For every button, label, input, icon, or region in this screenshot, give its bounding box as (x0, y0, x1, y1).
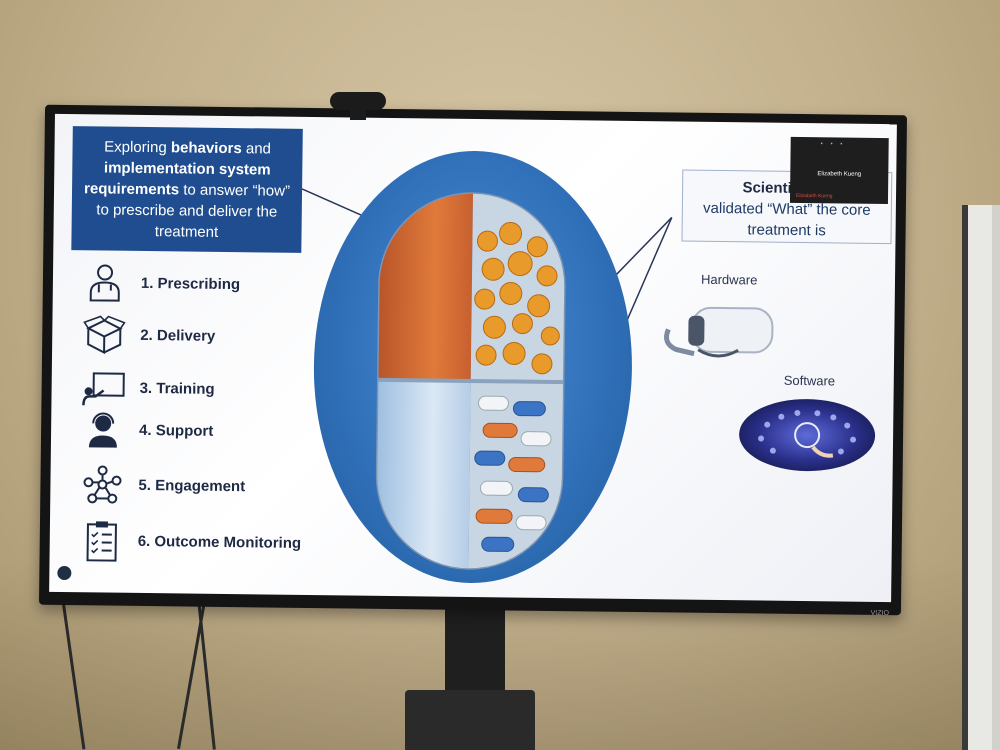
tv-brand-logo: VIZIO (870, 609, 889, 618)
network-icon (83, 465, 122, 504)
video-call-thumbnail[interactable]: ▪ ▪ ▪ Elizabeth Kueng Elizabeth Kueng (789, 136, 889, 205)
clipboard-checklist-icon (86, 521, 117, 562)
list-item-support: 4. Support (81, 407, 214, 453)
thumbnail-controls[interactable]: ▪ ▪ ▪ (820, 141, 846, 148)
list-item-label: 2. Delivery (140, 326, 216, 345)
headset-icon (88, 412, 117, 448)
doctor-icon (89, 264, 120, 302)
capsule-image (375, 191, 567, 571)
vr-headset-icon (664, 306, 774, 358)
list-item-label: 4. Support (139, 421, 214, 440)
box-icon (83, 315, 126, 355)
list-item-label: 5. Engagement (138, 476, 246, 495)
list-item-delivery: 2. Delivery (82, 312, 216, 358)
list-item-engagement: 5. Engagement (80, 462, 245, 508)
intro-text-part: and (241, 139, 272, 158)
webcam (330, 92, 386, 110)
software-interface-icon (739, 399, 876, 472)
presentation-icon (82, 372, 125, 406)
presenter-control-button[interactable] (57, 565, 72, 581)
list-item-prescribing: 1. Prescribing (83, 260, 241, 306)
list-item-label: 6. Outcome Monitoring (137, 532, 302, 552)
whiteboard-edge (962, 205, 1000, 750)
television: Exploring behaviors and implementation s… (38, 104, 908, 618)
list-item-label: 3. Training (139, 379, 215, 398)
participant-name: Elizabeth Kueng (817, 171, 862, 178)
list-item-training: 3. Training (81, 365, 215, 411)
intro-text-box: Exploring behaviors and implementation s… (71, 126, 303, 253)
intro-text: Exploring behaviors and implementation s… (81, 136, 292, 244)
presentation-slide: Exploring behaviors and implementation s… (49, 113, 897, 603)
tv-stand-base (405, 690, 535, 750)
list-item-label: 1. Prescribing (140, 274, 241, 293)
callout-line3: treatment is (747, 221, 826, 240)
intro-text-part: behaviors (170, 138, 242, 157)
participant-sublabel: Elizabeth Kueng (795, 192, 833, 200)
intro-text-part: Exploring (104, 137, 171, 156)
list-item-outcome-monitoring: 6. Outcome Monitoring (80, 518, 302, 565)
hardware-label: Hardware (700, 271, 758, 288)
software-label: Software (783, 372, 836, 389)
